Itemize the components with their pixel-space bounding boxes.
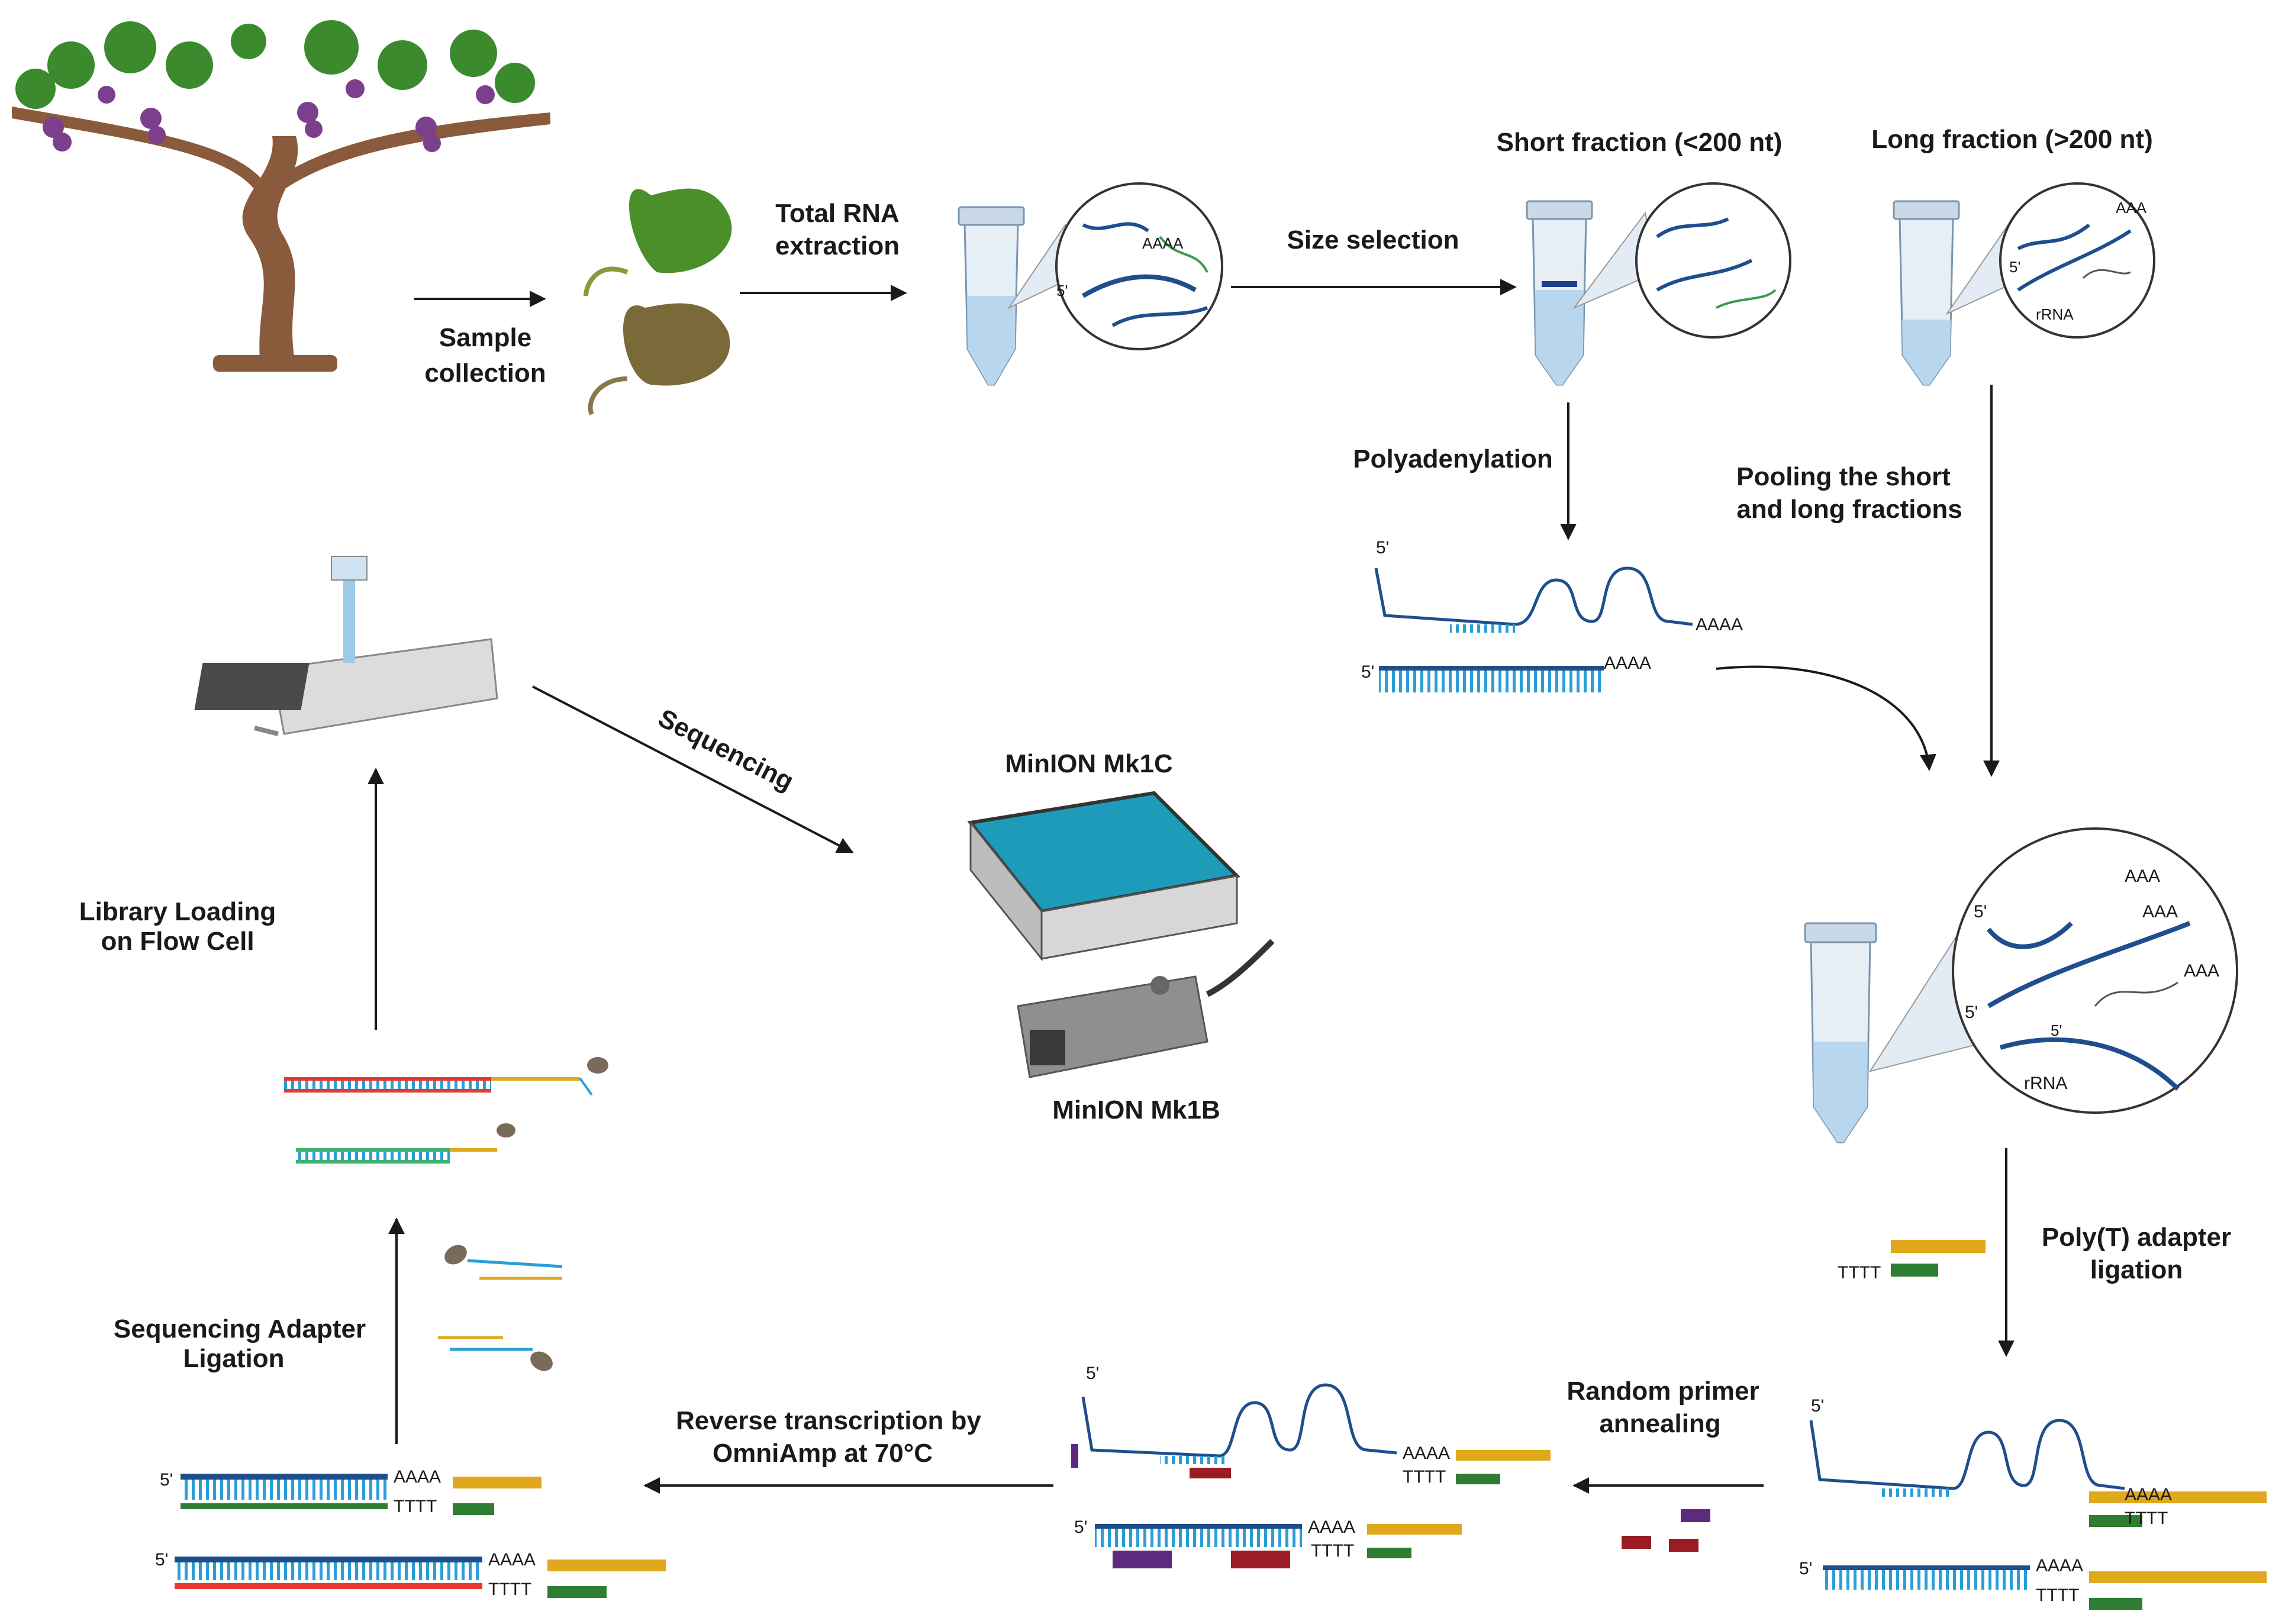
tube-total-rna — [958, 206, 1025, 386]
mark-5prime-ligated-1: 5' — [1811, 1396, 1824, 1416]
mark-polyA-primer-2: AAAA — [1308, 1517, 1355, 1537]
label-seq-adapter-2: Ligation — [183, 1344, 284, 1373]
label-polyadenylation: Polyadenylation — [1353, 444, 1552, 473]
tube-size-selection — [1526, 200, 1593, 386]
leaf-sample-icon — [584, 188, 732, 415]
magnifier-long-fraction — [1945, 182, 2155, 339]
mark-5prime-primer-1: 5' — [1086, 1364, 1099, 1383]
mark-polyA-ligated-2: AAAA — [2036, 1556, 2083, 1575]
label-polyt-1: Poly(T) adapter — [2042, 1223, 2231, 1252]
label-rt-2: OmniAmp at 70°C — [713, 1439, 933, 1468]
mark-rrna-pool: rRNA — [2024, 1074, 2067, 1093]
polyt-adapter-icon — [1891, 1240, 1986, 1277]
mark-polyA-primer-1: AAAA — [1403, 1443, 1450, 1463]
mark-polyT-primer-1: TTTT — [1403, 1467, 1446, 1487]
mark-polyA-pool-2: AAA — [2142, 902, 2178, 921]
mark-polyT-primer-2: TTTT — [1311, 1541, 1354, 1561]
rna-polyadenylated — [1374, 566, 1693, 692]
tube-long-fraction — [1893, 200, 1960, 386]
rna-adapter-ligated — [1809, 1419, 2267, 1610]
label-pooling-2: and long fractions — [1736, 495, 1962, 524]
cdna-duplex-reverse-transcribed — [175, 1474, 666, 1598]
mark-5prime-ligated-2: 5' — [1799, 1559, 1812, 1578]
mark-polyT-adapter: TTTT — [1838, 1263, 1881, 1283]
magnifier-short-fraction — [1572, 182, 1791, 339]
rna-primer-annealed — [1071, 1383, 1551, 1568]
arrows — [368, 279, 2015, 1494]
mark-polyA-pool-3: AAA — [2184, 961, 2219, 981]
label-rt-1: Reverse transcription by — [676, 1406, 981, 1435]
tube-pooled — [1804, 922, 1877, 1143]
label-mk1c: MinION Mk1C — [1005, 749, 1173, 778]
label-library-loading-1: Library Loading — [79, 897, 276, 926]
mark-5prime-primer-2: 5' — [1074, 1517, 1087, 1537]
flow-cell-icon — [194, 556, 498, 736]
label-short-fraction: Short fraction (<200 nt) — [1497, 128, 1783, 157]
magnifier-pooled — [1868, 827, 2238, 1114]
label-sample-collection-2: collection — [424, 359, 546, 388]
label-mk1b: MinION Mk1B — [1052, 1095, 1220, 1124]
mark-polyT-cdna-2: TTTT — [488, 1580, 531, 1599]
sequencing-adapter-icons — [438, 1245, 563, 1371]
label-size-selection: Size selection — [1287, 225, 1459, 254]
label-sample-collection-1: Sample — [439, 323, 532, 352]
minion-mk1c-icon — [967, 791, 1241, 962]
label-pooling-1: Pooling the short — [1736, 462, 1951, 491]
magnifier-total-rna — [1007, 182, 1223, 350]
grapevine-icon — [12, 20, 550, 372]
mark-polyA-cdna-1: AAAA — [394, 1467, 441, 1487]
mark-polyA-ligated-1: AAAA — [2125, 1485, 2172, 1504]
mark-polyT-cdna-1: TTTT — [394, 1497, 437, 1516]
arrow-sequencing — [532, 685, 854, 853]
label-total-rna-1: Total RNA — [775, 199, 899, 228]
minion-mk1b-icon — [1017, 939, 1275, 1078]
library-duplex — [284, 1057, 608, 1164]
mark-5prime-pool-2: 5' — [1965, 1003, 1978, 1022]
mark-5prime-short: 5' — [1376, 538, 1389, 558]
label-seq-adapter-1: Sequencing Adapter — [114, 1314, 366, 1343]
mark-polyT-ligated-2: TTTT — [2036, 1586, 2079, 1605]
mark-5prime-cdna-2: 5' — [155, 1550, 168, 1570]
label-random-primer-1: Random primer — [1567, 1377, 1759, 1406]
mark-polyA-pool-1: AAA — [2125, 866, 2160, 886]
mark-5prime-extract: 5' — [1056, 282, 1068, 299]
mark-polyA-extract: AAAA — [1142, 234, 1184, 252]
mark-rrna-long: rRNA — [2036, 305, 2074, 323]
mark-polyA-short-2: AAAA — [1604, 653, 1651, 673]
mark-polyA-short-1: AAAA — [1696, 615, 1743, 634]
mark-5prime-cdna-1: 5' — [160, 1470, 173, 1490]
mark-polyA-cdna-2: AAAA — [488, 1550, 536, 1570]
label-total-rna-2: extraction — [775, 231, 900, 260]
label-random-primer-2: annealing — [1599, 1409, 1720, 1438]
arrow-short-to-pool — [1716, 665, 1936, 771]
mark-5prime-pool-3: 5' — [2051, 1022, 2062, 1039]
random-primers-icon — [1622, 1509, 1710, 1552]
mark-5prime-pool-1: 5' — [1974, 902, 1987, 921]
mark-polyA-long: AAA — [2116, 199, 2147, 217]
label-long-fraction: Long fraction (>200 nt) — [1871, 125, 2152, 154]
label-sequencing: Sequencing — [653, 704, 798, 797]
mark-5prime-short-2: 5' — [1361, 662, 1374, 682]
label-library-loading-2: on Flow Cell — [101, 927, 254, 956]
mark-polyT-ligated-1: TTTT — [2125, 1509, 2168, 1528]
label-polyt-2: ligation — [2090, 1255, 2183, 1284]
mark-5prime-long: 5' — [2009, 258, 2020, 276]
